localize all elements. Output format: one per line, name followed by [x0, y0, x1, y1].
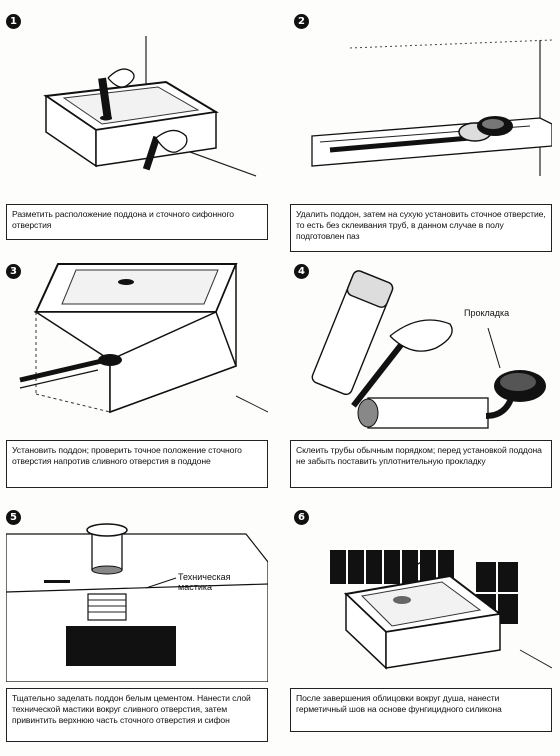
step-5-illustration: [6, 522, 268, 682]
step-3: 3 Установить поддон; проверить точное по…: [6, 256, 270, 488]
step-number-3: 3: [6, 264, 21, 279]
step-number-1: 1: [6, 14, 21, 29]
step-2-illustration: [290, 26, 552, 196]
step-6-illustration: [290, 522, 552, 682]
step-number-2: 2: [294, 14, 309, 29]
step-6: 6 После завершения облицовки вокруг душа…: [290, 506, 554, 750]
step-3-caption: Установить поддон; проверить точное поло…: [6, 440, 268, 488]
step-2: 2 Удалить поддон, затем на сухую установ…: [290, 8, 554, 252]
step-3-illustration: [6, 256, 268, 432]
step-number-5: 5: [6, 510, 21, 525]
step-4-illustration: [290, 256, 552, 432]
step-1-illustration: [6, 26, 268, 196]
step-5-caption: Тщательно заделать поддон белым цементом…: [6, 688, 268, 742]
step-4: 4 Прокладка Склеить трубы обычным порядк…: [290, 256, 554, 488]
step-1: 1 Разметить расположение поддона и сточн…: [6, 8, 270, 240]
step-number-4: 4: [294, 264, 309, 279]
step-1-caption: Разметить расположение поддона и сточног…: [6, 204, 268, 240]
step-6-caption: После завершения облицовки вокруг душа, …: [290, 688, 552, 732]
step-4-callout-label: Прокладка: [464, 308, 510, 318]
step-5-callout-label: Техническая мастика: [178, 572, 231, 592]
step-2-caption: Удалить поддон, затем на сухую установит…: [290, 204, 552, 252]
step-number-6: 6: [294, 510, 309, 525]
step-4-caption: Склеить трубы обычным порядком; перед ус…: [290, 440, 552, 488]
step-5: 5 Техническая мастика Тщательно заделать…: [6, 506, 270, 750]
